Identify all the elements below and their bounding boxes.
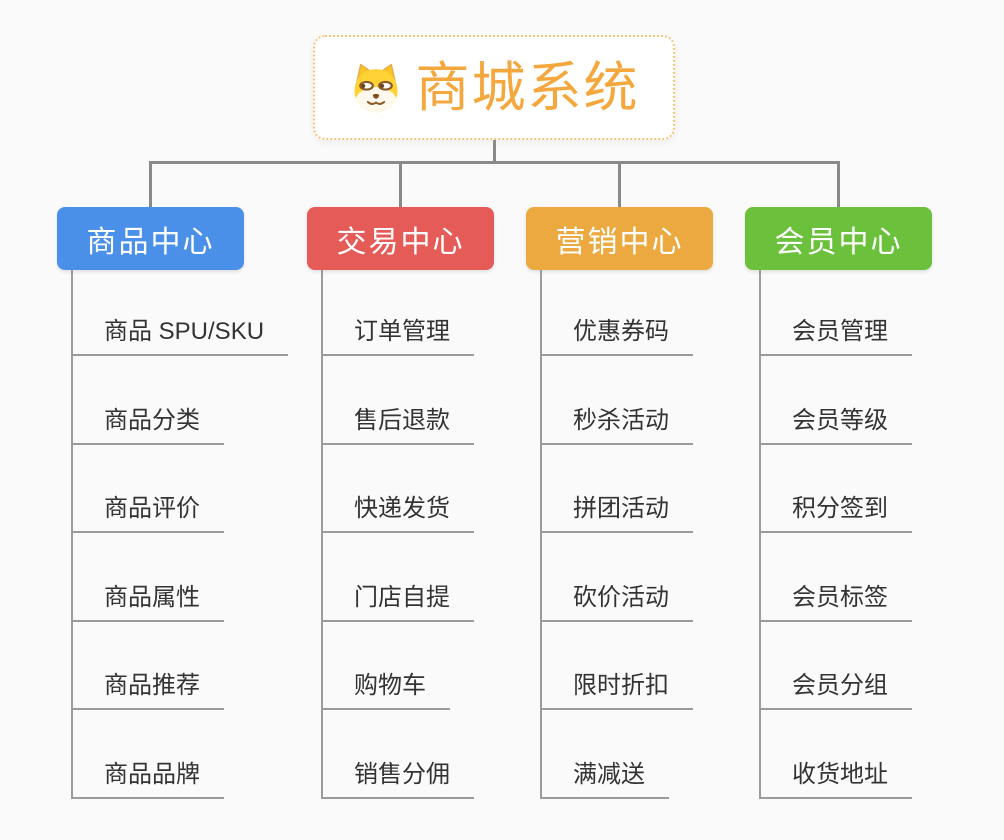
node-full-reduction[interactable]: 满减送 [540,758,669,799]
node-product-category[interactable]: 商品分类 [71,404,224,445]
node-aftersale-refund[interactable]: 售后退款 [321,404,474,445]
root-node-mall-system[interactable]: 商城系统 [313,35,675,140]
branch-stem-line [540,270,542,799]
node-label: 会员中心 [774,225,903,259]
node-sales-commission[interactable]: 销售分佣 [321,758,474,799]
node-product-spu-sku[interactable]: 商品 SPU/SKU [71,315,289,356]
connector-root-stub [493,140,496,164]
node-product-brand[interactable]: 商品品牌 [71,758,224,799]
branch-trade-center: 交易中心 订单管理 售后退款 快递发货 门店自提 购物车 销售分佣 [307,207,547,840]
node-shipping-address[interactable]: 收货地址 [759,758,912,799]
node-member-group[interactable]: 会员分组 [759,669,912,710]
connector-trunk-line [149,161,840,164]
node-marketing-center[interactable]: 营销中心 [526,207,713,270]
branch-stem-line [759,270,761,799]
node-order-management[interactable]: 订单管理 [321,315,474,356]
node-points-checkin[interactable]: 积分签到 [759,492,912,533]
node-bargain-activity[interactable]: 砍价活动 [540,581,693,622]
branch-stem-line [71,270,73,799]
node-label: 商品中心 [86,225,215,259]
node-member-level[interactable]: 会员等级 [759,404,912,445]
branch-marketing-center: 营销中心 优惠券码 秒杀活动 拼团活动 砍价活动 限时折扣 满减送 [526,207,766,840]
node-flash-sale[interactable]: 秒杀活动 [540,404,693,445]
branch-product-center: 商品中心 商品 SPU/SKU 商品分类 商品评价 商品属性 商品推荐 商品品牌 [57,207,297,840]
node-store-pickup[interactable]: 门店自提 [321,581,474,622]
connector-drop-marketing [618,161,621,207]
root-title: 商城系统 [415,57,640,118]
node-product-attribute[interactable]: 商品属性 [71,581,224,622]
node-product-center[interactable]: 商品中心 [57,207,244,270]
node-label: 交易中心 [336,225,465,259]
connector-drop-member [837,161,840,207]
node-product-review[interactable]: 商品评价 [71,492,224,533]
node-member-tag[interactable]: 会员标签 [759,581,912,622]
node-limited-discount[interactable]: 限时折扣 [540,669,693,710]
branch-stem-line [321,270,323,799]
branch-member-center: 会员中心 会员管理 会员等级 积分签到 会员标签 会员分组 收货地址 [745,207,985,840]
node-label: 营销中心 [555,225,684,259]
node-trade-center[interactable]: 交易中心 [307,207,494,270]
shiba-dog-icon [353,63,398,112]
node-product-recommend[interactable]: 商品推荐 [71,669,224,710]
node-member-management[interactable]: 会员管理 [759,315,912,356]
node-coupon-code[interactable]: 优惠券码 [540,315,693,356]
connector-drop-trade [399,161,402,207]
node-group-buy[interactable]: 拼团活动 [540,492,693,533]
connector-drop-product [149,161,152,207]
node-shopping-cart[interactable]: 购物车 [321,669,450,710]
node-member-center[interactable]: 会员中心 [745,207,932,270]
node-express-delivery[interactable]: 快递发货 [321,492,474,533]
